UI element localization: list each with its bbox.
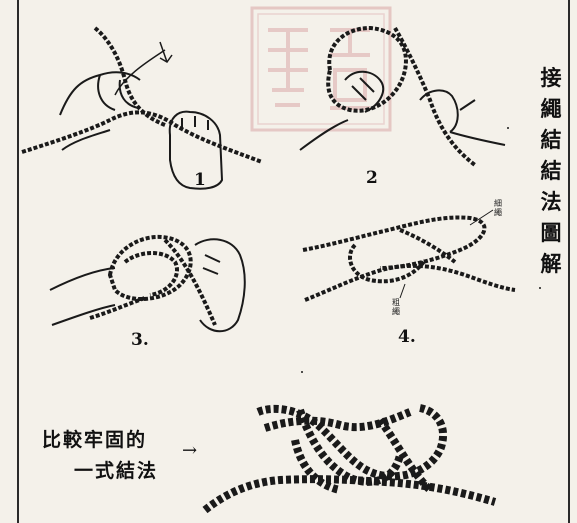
title-char: 繩: [536, 93, 566, 124]
caption-line-1: 比較牢固的: [42, 425, 147, 452]
figure-3-label: 3.: [131, 330, 149, 350]
title-char: 接: [536, 62, 566, 93]
thin-rope-char: 繩: [494, 208, 502, 217]
figure-2-drawing: [300, 28, 505, 165]
figure-3-drawing: [50, 237, 245, 331]
thick-rope-char: 繩: [392, 307, 400, 316]
figure-4-drawing: [303, 210, 515, 300]
caption-line-2: 一式結法: [74, 456, 158, 483]
figure-4-label: 4.: [398, 327, 416, 347]
figure-1-drawing: [22, 28, 262, 189]
figure-1-label: 1: [194, 170, 206, 190]
title-char: 法: [536, 186, 566, 217]
ink-specks: [301, 127, 541, 373]
right-arrow-icon: →: [182, 440, 197, 461]
title-char: 結: [536, 155, 566, 186]
title-vertical: 接 繩 結 結 法 圖 解: [536, 62, 566, 279]
figure-2-label: 2: [366, 168, 378, 188]
final-knot-drawing: [205, 408, 495, 510]
thin-rope-char: 細: [494, 199, 502, 208]
thick-rope-char: 粗: [392, 298, 400, 307]
title-char: 圖: [536, 217, 566, 248]
thick-rope-note: 粗 繩: [392, 298, 402, 316]
title-char: 解: [536, 248, 566, 279]
title-char: 結: [536, 124, 566, 155]
thin-rope-note: 細 繩: [494, 199, 504, 217]
